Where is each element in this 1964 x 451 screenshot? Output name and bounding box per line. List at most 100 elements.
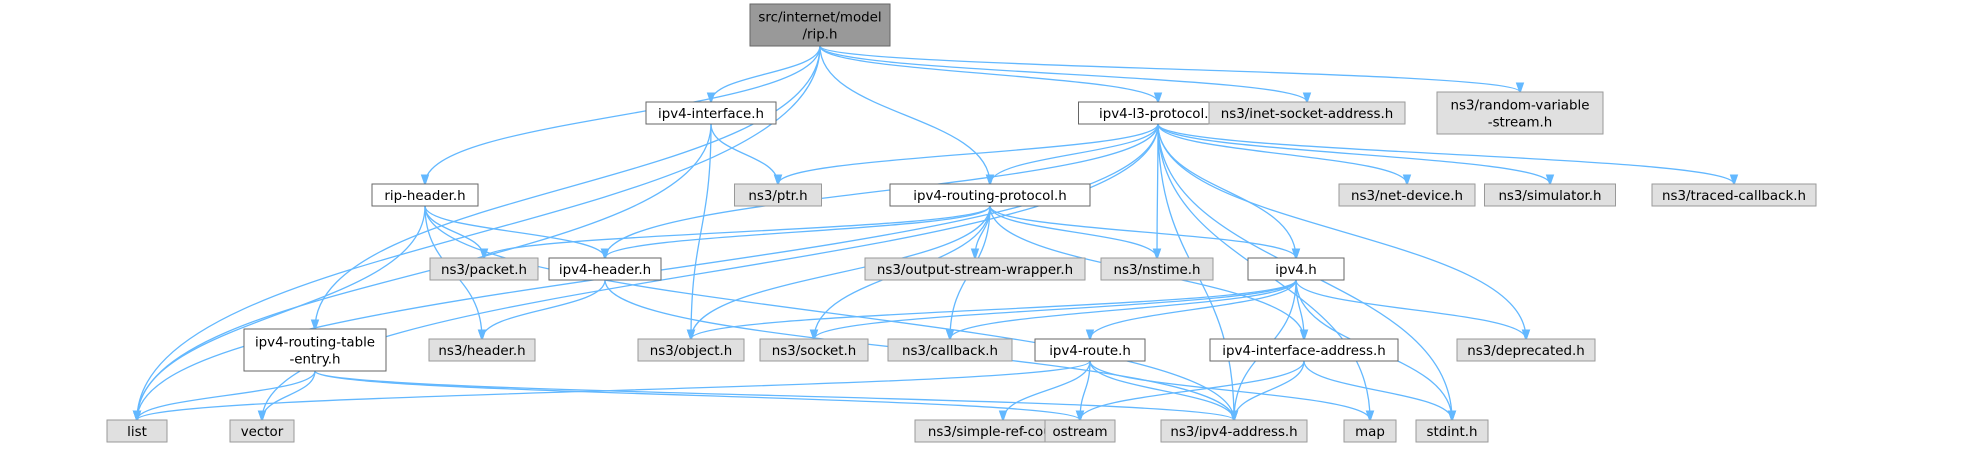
edge-ipv4-to-deprecated <box>1295 279 1526 339</box>
node-ipv4-address: ns3/ipv4-address.h <box>1160 419 1308 443</box>
node-rip-header[interactable]: rip-header.h <box>371 183 479 207</box>
node-label: ipv4-header.h <box>559 263 651 278</box>
edge-ipv4-to-callback <box>950 279 1297 339</box>
edge-rip-to-ipv4-routing-protocol <box>819 45 990 184</box>
edge-ipv4-routing-protocol-to-object <box>691 205 991 339</box>
node-ipv4-l3-protocol[interactable]: ipv4-l3-protocol.h <box>1078 101 1238 125</box>
edge-ipv4-l3-protocol-to-ipv4-routing-protocol <box>990 123 1159 184</box>
edge-ipv4-routing-protocol-to-packet <box>484 205 991 258</box>
node-label: ns3/deprecated.h <box>1467 344 1584 359</box>
edge-ipv4-route-to-map <box>1089 360 1370 420</box>
edge-ipv4-routing-table-entry-to-ostream <box>314 370 1080 420</box>
node-packet: ns3/packet.h <box>429 257 539 281</box>
node-object: ns3/object.h <box>637 338 745 362</box>
node-box <box>887 338 1013 362</box>
node-box <box>734 183 822 207</box>
edge-rip-header-to-ipv4-address <box>424 205 1234 420</box>
edge-rip-to-ipv4-routing-table-entry <box>315 45 821 329</box>
edge-ipv4-interface-address-to-ostream <box>1080 360 1305 420</box>
node-label: ns3/packet.h <box>441 263 527 278</box>
node-label: ns3/ptr.h <box>748 189 807 204</box>
edge-ipv4-l3-protocol-to-net-device <box>1157 123 1407 184</box>
node-label: ns3/net-device.h <box>1351 189 1463 204</box>
node-label: ns3/random-variable <box>1451 99 1590 114</box>
node-box <box>637 338 745 362</box>
node-ipv4-route[interactable]: ipv4-route.h <box>1034 338 1146 362</box>
node-box <box>229 419 295 443</box>
edge-ipv4-l3-protocol-to-nstime <box>1157 123 1158 258</box>
node-label: ipv4-interface-address.h <box>1222 344 1385 359</box>
node-label: ipv4-routing-table <box>255 336 375 351</box>
node-ipv4-interface[interactable]: ipv4-interface.h <box>645 101 777 125</box>
node-box <box>106 419 168 443</box>
node-box <box>749 3 891 47</box>
edge-rip-to-inet-socket-address <box>819 45 1307 102</box>
edge-ipv4-routing-protocol-to-nstime <box>989 205 1157 258</box>
edge-ipv4-header-to-header <box>482 279 606 339</box>
edge-rip-to-rip-header <box>425 45 821 184</box>
node-rip[interactable]: src/internet/model/rip.h <box>749 3 891 47</box>
edge-ipv4-routing-table-entry-to-vector <box>262 370 316 420</box>
node-output-stream-wrapper: ns3/output-stream-wrapper.h <box>864 257 1086 281</box>
node-ostream: ostream <box>1044 419 1116 443</box>
edge-ipv4-l3-protocol-to-deprecated <box>1157 123 1526 339</box>
node-label: src/internet/model <box>758 11 881 26</box>
edge-ipv4-routing-protocol-to-ipv4-header <box>605 205 991 258</box>
edge-ipv4-interface-to-object <box>691 123 712 339</box>
edge-ipv4-l3-protocol-to-ipv4-header <box>605 123 1159 258</box>
edge-ipv4-to-socket <box>814 279 1297 339</box>
node-label: ostream <box>1052 425 1107 440</box>
node-ipv4-header[interactable]: ipv4-header.h <box>548 257 662 281</box>
node-deprecated: ns3/deprecated.h <box>1456 338 1596 362</box>
edge-ipv4-l3-protocol-to-traced-callback <box>1157 123 1734 184</box>
node-box <box>1456 338 1596 362</box>
node-label: ns3/ipv4-address.h <box>1170 425 1297 440</box>
node-label: vector <box>241 425 284 440</box>
node-simulator: ns3/simulator.h <box>1484 183 1616 207</box>
node-box <box>429 257 539 281</box>
node-label: ns3/socket.h <box>772 344 857 359</box>
edge-rip-header-to-ipv4-header <box>424 205 605 258</box>
edge-ipv4-interface-address-to-ipv4-address <box>1234 360 1305 420</box>
node-label: ns3/simulator.h <box>1498 189 1601 204</box>
node-box <box>1338 183 1476 207</box>
node-label: map <box>1355 425 1385 440</box>
node-box <box>889 183 1091 207</box>
node-box <box>1436 91 1604 135</box>
node-label: list <box>127 425 147 440</box>
node-ipv4[interactable]: ipv4.h <box>1247 257 1345 281</box>
node-box <box>1343 419 1397 443</box>
edge-ipv4-routing-table-entry-to-ipv4-address <box>314 370 1234 420</box>
node-label: ipv4-interface.h <box>658 107 764 122</box>
edge-ipv4-l3-protocol-to-simulator <box>1157 123 1550 184</box>
node-nstime: ns3/nstime.h <box>1100 257 1214 281</box>
edge-ipv4-interface-address-to-stdint <box>1303 360 1452 420</box>
edge-ipv4-to-ipv4-route <box>1090 279 1297 339</box>
node-callback: ns3/callback.h <box>887 338 1013 362</box>
node-box <box>1100 257 1214 281</box>
node-box <box>1209 338 1399 362</box>
node-ipv4-routing-protocol[interactable]: ipv4-routing-protocol.h <box>889 183 1091 207</box>
node-label: -entry.h <box>289 353 340 368</box>
node-box <box>1484 183 1616 207</box>
node-box <box>1208 101 1406 125</box>
node-label: ns3/callback.h <box>902 344 998 359</box>
node-traced-callback: ns3/traced-callback.h <box>1651 183 1817 207</box>
node-box <box>864 257 1086 281</box>
node-box <box>1247 257 1345 281</box>
node-label: stdint.h <box>1427 425 1478 440</box>
node-socket: ns3/socket.h <box>759 338 869 362</box>
edge-rip-header-to-list <box>137 205 426 420</box>
node-label: ns3/object.h <box>650 344 733 359</box>
node-net-device: ns3/net-device.h <box>1338 183 1476 207</box>
edge-ipv4-l3-protocol-to-ns3-ptr <box>778 123 1159 184</box>
node-box <box>1044 419 1116 443</box>
node-list: list <box>106 419 168 443</box>
node-ipv4-interface-address[interactable]: ipv4-interface-address.h <box>1209 338 1399 362</box>
node-box <box>371 183 479 207</box>
node-box <box>548 257 662 281</box>
node-ipv4-routing-table-entry[interactable]: ipv4-routing-table -entry.h <box>243 328 387 372</box>
node-box <box>759 338 869 362</box>
node-box <box>243 328 387 372</box>
